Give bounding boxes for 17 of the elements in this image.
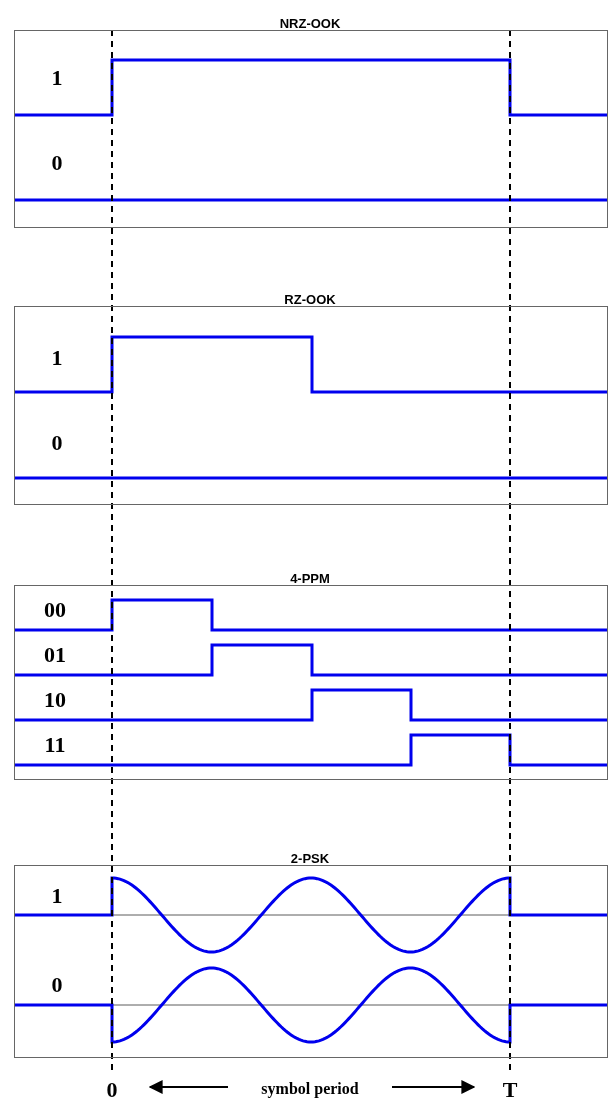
symbol-value: 00 bbox=[44, 597, 66, 623]
symbol-value: 10 bbox=[44, 687, 66, 713]
symbol-value: 11 bbox=[44, 732, 66, 758]
period-label: symbol period bbox=[261, 1080, 359, 1098]
symbol-value: 1 bbox=[51, 65, 63, 91]
symbol-value: 0 bbox=[51, 972, 63, 998]
symbol-value: 1 bbox=[51, 345, 63, 371]
panel-title: RZ-OOK bbox=[284, 292, 336, 307]
symbol-value: 0 bbox=[51, 430, 63, 456]
symbol-value: 1 bbox=[51, 883, 63, 909]
panel-title: 2-PSK bbox=[290, 851, 330, 866]
time-label: T bbox=[502, 1077, 518, 1100]
panel-title: NRZ-OOK bbox=[279, 16, 341, 31]
panel-title: 4-PPM bbox=[290, 571, 330, 586]
symbol-value: 0 bbox=[51, 150, 63, 176]
symbol-value: 01 bbox=[44, 642, 66, 668]
time-label: 0 bbox=[106, 1077, 118, 1100]
